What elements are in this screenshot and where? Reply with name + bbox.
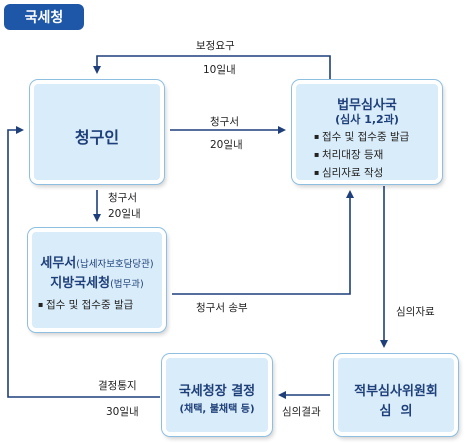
agency-badge: 국세청 (4, 4, 84, 30)
node-claimant: 청구인 (30, 80, 164, 184)
node-commissioner-decision: 국세청장 결정 (채택, 불채택 등) (162, 354, 272, 436)
label-forward: 청구서 송부 (196, 302, 248, 314)
regional-office-dept: (법무과) (110, 279, 144, 290)
node-adjudication-bureau: 법무심사국 (심사 1,2과) 접수 및 접수중 발급 처리대장 등재 심리자료… (292, 80, 442, 184)
label-supplement: 보정요구 (196, 40, 235, 52)
list-item: 접수 및 접수중 발급 (314, 128, 409, 146)
taxoffice-name: 세무서 (40, 256, 77, 271)
label-claim-to-office-period: 20일내 (108, 208, 141, 220)
taxoffice-line2: 지방국세청(법무과) (32, 272, 162, 291)
taxoffice-task-list: 접수 및 접수중 발급 (38, 296, 133, 314)
label-claim-to-hq-period: 20일내 (210, 139, 243, 151)
taxoffice-line1: 세무서(납세자보호담당관) (32, 252, 162, 271)
taxoffice-dept: (납세자보호담당관) (76, 259, 154, 270)
adjudication-title: 법무심사국 (337, 98, 397, 113)
label-claim-to-hq: 청구서 (210, 116, 239, 128)
arrow-forward (172, 190, 354, 295)
label-supplement-period: 10일내 (203, 64, 236, 76)
node-review-committee: 적부심사위원회 심 의 (334, 354, 458, 436)
list-item: 접수 및 접수중 발급 (38, 296, 133, 314)
label-claim-to-office: 청구서 (108, 192, 137, 204)
label-review-data: 심의자료 (396, 306, 435, 318)
node-tax-office: 세무서(납세자보호담당관) 지방국세청(법무과) 접수 및 접수중 발급 (28, 228, 166, 332)
claimant-label: 청구인 (74, 128, 120, 147)
arrow-notify (7, 126, 160, 398)
label-notify-period: 30일내 (106, 406, 139, 418)
decision-subtitle: (채택, 불채택 등) (179, 404, 255, 415)
list-item: 심리자료 작성 (314, 164, 409, 182)
committee-title: 적부심사위원회 (354, 384, 438, 399)
list-item: 처리대장 등재 (314, 146, 409, 164)
adjudication-subtitle: (심사 1,2과) (335, 113, 399, 126)
decision-title: 국세청장 결정 (178, 384, 256, 399)
adjudication-task-list: 접수 및 접수중 발급 처리대장 등재 심리자료 작성 (314, 128, 409, 182)
arrow-supplement (93, 55, 331, 80)
label-notify: 결정통지 (98, 380, 137, 392)
label-review-result: 심의결과 (282, 406, 321, 418)
regional-office-name: 지방국세청 (50, 276, 111, 291)
committee-subtitle: 심 의 (379, 404, 413, 419)
